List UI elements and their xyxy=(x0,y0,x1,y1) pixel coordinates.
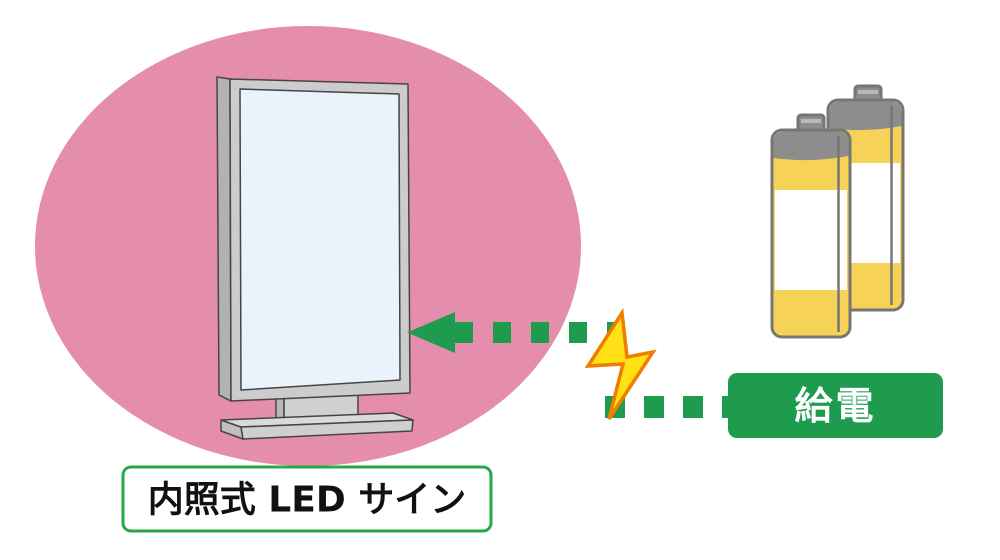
sign-side-face xyxy=(216,76,232,402)
lightning-bolt-icon xyxy=(584,307,657,420)
battery-cap xyxy=(773,131,849,161)
battery-cap xyxy=(829,101,902,131)
caption-text: 内照式 LED サイン xyxy=(148,480,466,521)
caption-box-bg xyxy=(121,465,493,533)
battery-terminal-highlight xyxy=(801,119,821,123)
battery-stripe xyxy=(775,190,847,290)
sign-base-front xyxy=(240,419,414,440)
power-supply-badge: 給電 xyxy=(728,373,943,438)
battery-terminal-highlight xyxy=(858,90,878,94)
power-supply-badge-bg xyxy=(728,373,943,438)
battery-icon xyxy=(770,84,905,339)
dashed-arrow-icon xyxy=(407,312,730,418)
caption-box: 内照式 LED サイン xyxy=(121,465,493,533)
power-supply-label: 給電 xyxy=(794,384,876,428)
battery-front xyxy=(770,113,852,339)
sign-screen xyxy=(239,88,401,391)
led-sign-icon xyxy=(216,76,414,440)
power-arrow-head xyxy=(407,312,455,353)
